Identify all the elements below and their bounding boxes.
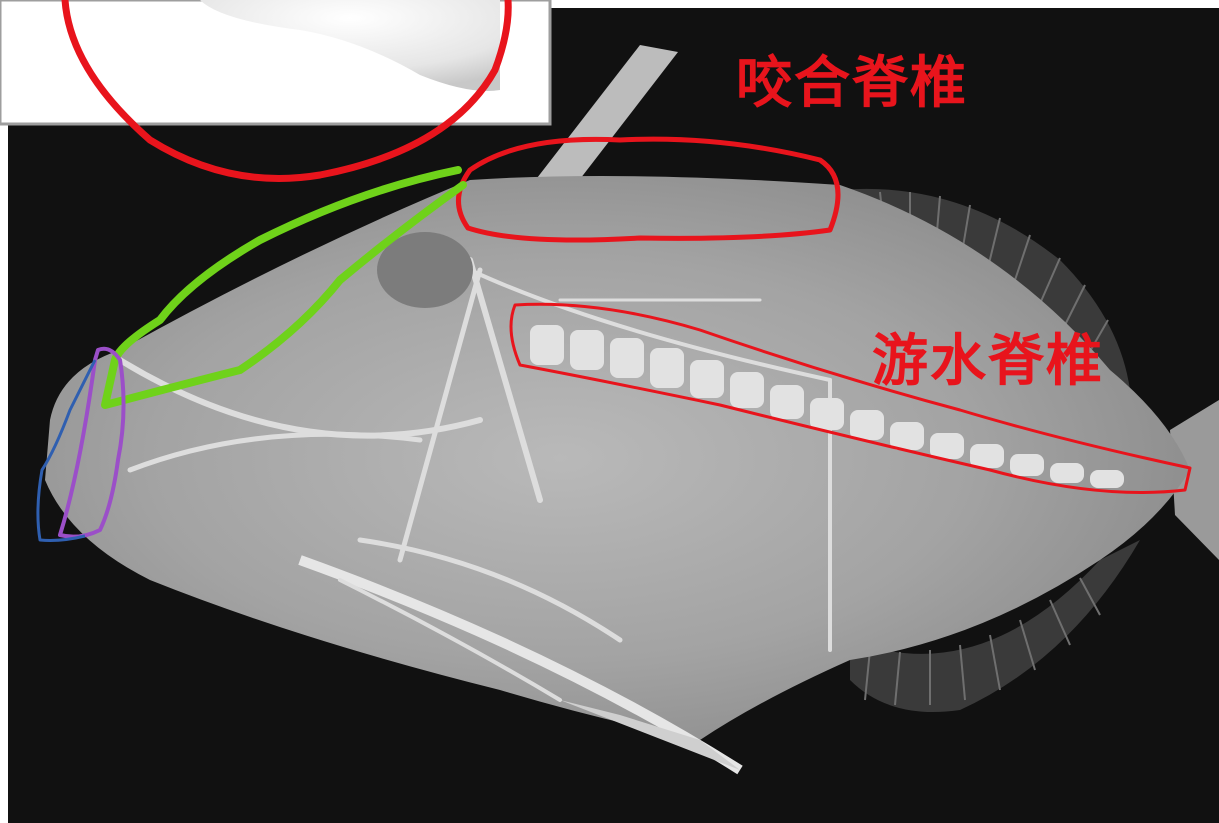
- swim-spine-label: 游水脊椎: [872, 334, 1104, 390]
- bite-spine-label: 咬合脊椎: [736, 56, 968, 112]
